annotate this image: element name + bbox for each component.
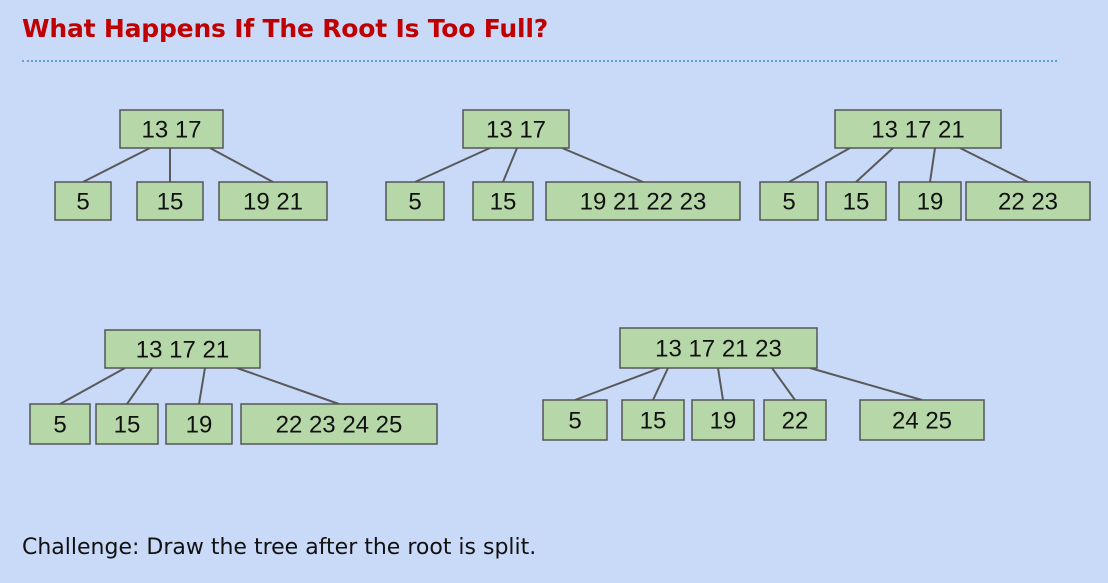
root-node-tree-2-label: 13 17 [486, 117, 546, 144]
child-node-tree-3-4-box [965, 181, 1091, 221]
root-node-tree-4-box [104, 329, 261, 369]
edge-tree-5-child-2 [652, 367, 669, 401]
child-node-tree-3-4: 22 23 [965, 181, 1091, 221]
child-node-tree-2-2-box [472, 181, 534, 221]
child-node-tree-5-1: 5 [542, 399, 608, 441]
tree-3: 13 17 21 5 15 19 22 23 [759, 109, 1091, 221]
child-node-tree-5-2: 15 [621, 399, 685, 441]
child-node-tree-5-3-label: 19 [710, 408, 737, 435]
edge-tree-3-child-1 [788, 147, 851, 183]
child-node-tree-3-4-label: 22 23 [998, 189, 1058, 216]
child-node-tree-5-2-label: 15 [640, 408, 667, 435]
child-node-tree-2-1-box [385, 181, 445, 221]
child-node-tree-5-4-label: 22 [782, 408, 809, 435]
child-node-tree-3-2: 15 [825, 181, 887, 221]
challenge-text: Challenge: Draw the tree after the root … [22, 535, 537, 560]
edge-tree-4-child-2 [126, 367, 153, 405]
edge-tree-4-child-4 [236, 367, 340, 405]
child-node-tree-4-4-box [240, 403, 438, 445]
child-node-tree-2-3-label: 19 21 22 23 [580, 189, 707, 216]
edge-tree-4-child-3 [198, 367, 206, 405]
root-node-tree-1: 13 17 [119, 109, 224, 149]
child-node-tree-2-3-box [545, 181, 741, 221]
child-node-tree-5-1-box [542, 399, 608, 441]
child-node-tree-3-2-box [825, 181, 887, 221]
edge-tree-5-child-1 [574, 367, 661, 401]
child-node-tree-3-3-label: 19 [917, 189, 944, 216]
child-node-tree-4-1: 5 [29, 403, 91, 445]
child-node-tree-5-4: 22 [763, 399, 827, 441]
child-node-tree-5-5-box [859, 399, 985, 441]
root-node-tree-3-box [834, 109, 1002, 149]
child-node-tree-5-4-box [763, 399, 827, 441]
child-node-tree-1-3-label: 19 21 [243, 189, 303, 216]
edge-tree-2-child-3 [561, 147, 644, 183]
child-node-tree-1-1-box [54, 181, 112, 221]
child-node-tree-5-2-box [621, 399, 685, 441]
edge-tree-5-child-3 [717, 367, 724, 401]
child-node-tree-1-3-box [218, 181, 328, 221]
edge-tree-5-child-4 [771, 367, 796, 401]
root-node-tree-1-box [119, 109, 224, 149]
edge-tree-3-child-4 [959, 147, 1029, 183]
child-node-tree-2-2-label: 15 [490, 189, 517, 216]
root-node-tree-1-label: 13 17 [141, 117, 201, 144]
child-node-tree-4-3-label: 19 [186, 412, 213, 439]
child-node-tree-4-1-box [29, 403, 91, 445]
slide-title: What Happens If The Root Is Too Full? [22, 14, 549, 43]
tree-5: 13 17 21 23 5 15 19 22 24 25 [542, 327, 985, 441]
child-node-tree-1-3: 19 21 [218, 181, 328, 221]
root-node-tree-4: 13 17 21 [104, 329, 261, 369]
child-node-tree-3-1-box [759, 181, 819, 221]
edge-tree-2-child-1 [414, 147, 491, 183]
edge-tree-4-child-1 [59, 367, 126, 405]
child-node-tree-4-3-box [165, 403, 233, 445]
root-node-tree-5-box [619, 327, 818, 369]
child-node-tree-5-3: 19 [691, 399, 755, 441]
edge-tree-3-child-2 [855, 147, 894, 183]
child-node-tree-1-2-box [136, 181, 204, 221]
child-node-tree-4-2-label: 15 [114, 412, 141, 439]
child-node-tree-4-2: 15 [95, 403, 159, 445]
child-node-tree-5-5: 24 25 [859, 399, 985, 441]
child-node-tree-2-3: 19 21 22 23 [545, 181, 741, 221]
child-node-tree-1-1-label: 5 [76, 189, 89, 216]
edge-tree-3-child-3 [929, 147, 936, 183]
child-node-tree-4-1-label: 5 [53, 412, 66, 439]
child-node-tree-5-5-label: 24 25 [892, 408, 952, 435]
tree-1: 13 17 5 15 19 21 [54, 109, 328, 221]
child-node-tree-3-3-box [898, 181, 962, 221]
child-node-tree-5-1-label: 5 [568, 408, 581, 435]
tree-2: 13 17 5 15 19 21 22 23 [385, 109, 741, 221]
edge-tree-5-child-5 [809, 367, 923, 401]
child-node-tree-3-1: 5 [759, 181, 819, 221]
root-node-tree-3: 13 17 21 [834, 109, 1002, 149]
root-node-tree-4-label: 13 17 21 [136, 337, 229, 364]
child-node-tree-3-2-label: 15 [843, 189, 870, 216]
child-node-tree-5-3-box [691, 399, 755, 441]
root-node-tree-2-box [462, 109, 570, 149]
root-node-tree-5-label: 13 17 21 23 [655, 336, 782, 363]
child-node-tree-1-2: 15 [136, 181, 204, 221]
child-node-tree-3-3: 19 [898, 181, 962, 221]
child-node-tree-4-4: 22 23 24 25 [240, 403, 438, 445]
child-node-tree-4-4-label: 22 23 24 25 [276, 412, 403, 439]
child-node-tree-1-2-label: 15 [157, 189, 184, 216]
child-node-tree-2-1: 5 [385, 181, 445, 221]
tree-4: 13 17 21 5 15 19 22 23 24 25 [29, 329, 438, 445]
root-node-tree-3-label: 13 17 21 [871, 117, 964, 144]
edge-tree-1-child-3 [209, 147, 274, 183]
edge-tree-2-child-2 [502, 147, 518, 183]
edge-tree-1-child-1 [82, 147, 151, 183]
child-node-tree-1-1: 5 [54, 181, 112, 221]
child-node-tree-4-2-box [95, 403, 159, 445]
child-node-tree-2-1-label: 5 [408, 189, 421, 216]
child-node-tree-3-1-label: 5 [782, 189, 795, 216]
root-node-tree-5: 13 17 21 23 [619, 327, 818, 369]
title-divider [22, 60, 1057, 62]
child-node-tree-4-3: 19 [165, 403, 233, 445]
child-node-tree-2-2: 15 [472, 181, 534, 221]
root-node-tree-2: 13 17 [462, 109, 570, 149]
